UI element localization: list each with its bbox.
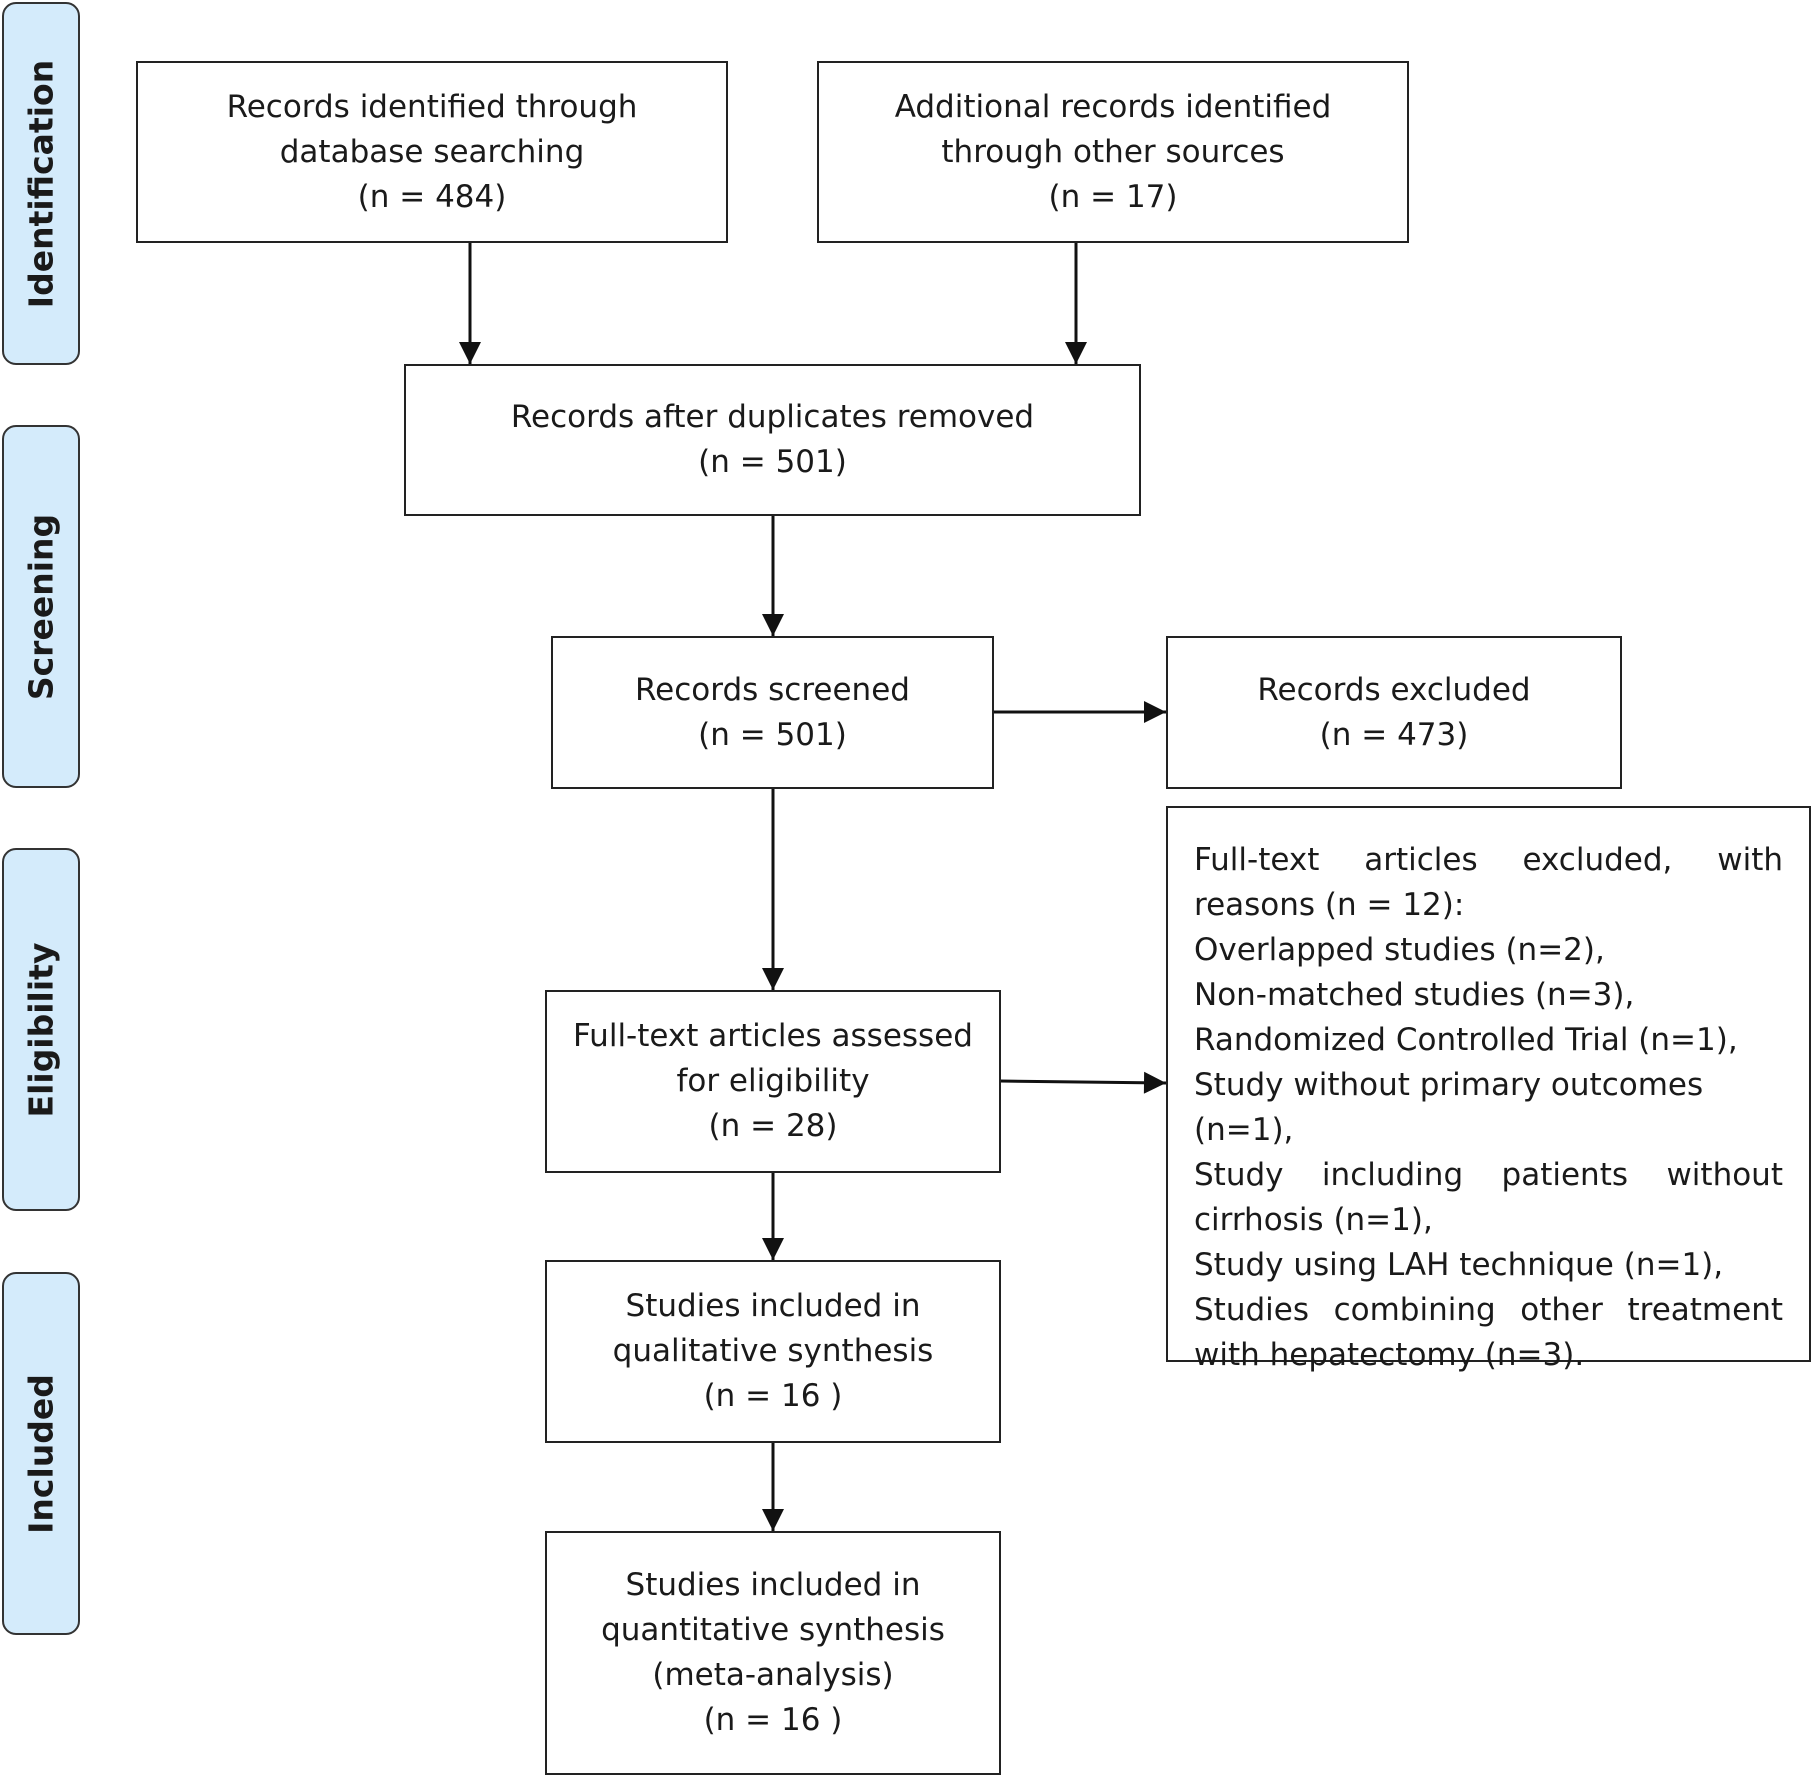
box-text: Additional records identified — [894, 88, 1332, 125]
box-text: Studies included in — [625, 1567, 921, 1603]
box-count: (n = 17) — [1048, 178, 1178, 215]
box-other-sources: Additional records identified through ot… — [817, 61, 1409, 243]
box-count: (n = 484) — [357, 178, 507, 215]
box-text: Records screened — [635, 671, 910, 708]
phase-included: Included — [2, 1272, 80, 1635]
box-count: (n = 473) — [1319, 716, 1469, 753]
box-text: (meta-analysis) — [652, 1657, 894, 1693]
box-fulltext-assessed: Full-text articles assessed for eligibil… — [545, 990, 1001, 1173]
box-text: quantitative synthesis — [601, 1612, 945, 1648]
reason-line: Full-text articles excluded, with — [1194, 842, 1783, 878]
box-duplicates-removed: Records after duplicates removed (n = 50… — [404, 364, 1141, 516]
reason-line: Studies combining other treatment — [1194, 1292, 1783, 1328]
box-text: qualitative synthesis — [612, 1333, 934, 1369]
box-text: through other sources — [941, 133, 1285, 170]
reason-line: cirrhosis (n=1), — [1194, 1202, 1433, 1238]
box-text: for eligibility — [676, 1063, 870, 1099]
box-count: (n = 28) — [708, 1108, 838, 1144]
reason-line: Non-matched studies (n=3), — [1194, 977, 1635, 1013]
box-database-search: Records identified through database sear… — [136, 61, 728, 243]
box-count: (n = 501) — [698, 444, 847, 480]
box-text: Records excluded — [1257, 671, 1531, 708]
reason-line: Overlapped studies (n=2), — [1194, 932, 1605, 968]
box-quantitative-synthesis: Studies included in quantitative synthes… — [545, 1531, 1001, 1775]
arrow-fulltext-to-excluded-reasons — [999, 1071, 1167, 1094]
reason-line: Study using LAH technique (n=1), — [1194, 1247, 1724, 1283]
box-records-screened: Records screened (n = 501) — [551, 636, 994, 789]
box-records-excluded: Records excluded (n = 473) — [1166, 636, 1622, 789]
box-count: (n = 501) — [698, 716, 847, 753]
phase-screening: Screening — [2, 425, 80, 788]
box-text: Records after duplicates removed — [510, 399, 1035, 435]
box-qualitative-synthesis: Studies included in qualitative synthesi… — [545, 1260, 1001, 1443]
box-count: (n = 16 ) — [703, 1378, 843, 1414]
reason-line: Study including patients without — [1194, 1157, 1783, 1193]
box-text: Studies included in — [625, 1288, 921, 1324]
box-text: database searching — [279, 133, 585, 170]
phase-identification: Identification — [2, 2, 80, 365]
box-text: Full-text articles assessed — [573, 1018, 973, 1054]
phase-eligibility: Eligibility — [2, 848, 80, 1211]
reason-line: Study without primary outcomes (n=1), — [1194, 1067, 1704, 1148]
box-fulltext-excluded: Full-text articles excluded, with reason… — [1166, 806, 1811, 1373]
reason-line: reasons (n = 12): — [1194, 887, 1465, 923]
reason-line: with hepatectomy (n=3). — [1194, 1337, 1585, 1373]
box-text: Records identified through — [226, 88, 638, 125]
box-count: (n = 16 ) — [703, 1702, 843, 1738]
reason-line: Randomized Controlled Trial (n=1), — [1194, 1022, 1738, 1058]
